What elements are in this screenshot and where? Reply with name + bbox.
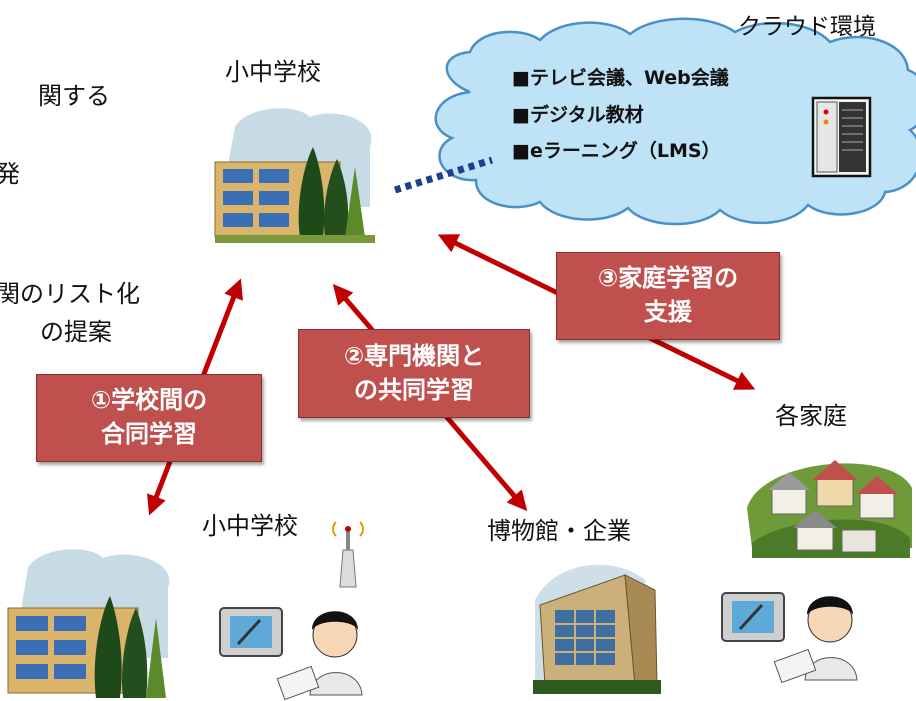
school-building-icon-bottom xyxy=(7,549,170,698)
homes-label: 各家庭 xyxy=(775,402,847,430)
left-fragment-1: 関する xyxy=(38,82,110,110)
label-joint-learning-line1: ①学校間の xyxy=(90,386,208,414)
cloud-item-conference: ■テレビ会議、Web会議 xyxy=(512,67,729,89)
school-bottom-label: 小中学校 xyxy=(202,512,298,540)
cloud-item-elearning: ■eラーニング（LMS） xyxy=(512,140,721,162)
student-tablet-icon xyxy=(219,607,363,701)
antenna-icon xyxy=(332,521,364,588)
cloud-title: クラウド環境 xyxy=(738,14,876,40)
left-fragment-2: 発 xyxy=(0,160,20,188)
label-home-support: ③家庭学習の 支援 xyxy=(556,252,780,340)
museum-building-icon xyxy=(533,564,661,694)
label-expert-learning-line2: の共同学習 xyxy=(354,376,474,404)
cloud-shape xyxy=(434,17,916,226)
server-rack-icon xyxy=(811,96,872,178)
left-fragment-3: 関のリスト化 xyxy=(0,280,140,308)
cloud-item-digital-materials: ■デジタル教材 xyxy=(512,104,644,126)
label-home-support-line2: 支援 xyxy=(644,298,692,326)
museum-label: 博物館・企業 xyxy=(487,517,631,545)
school-building-icon xyxy=(214,108,375,243)
label-joint-learning: ①学校間の 合同学習 xyxy=(36,374,262,462)
left-fragment-4: の提案 xyxy=(40,318,112,346)
label-joint-learning-line2: 合同学習 xyxy=(101,420,197,448)
label-expert-learning: ②専門機関と の共同学習 xyxy=(298,329,530,418)
network-link-dots xyxy=(393,156,494,194)
student-tablet-icon-home xyxy=(721,592,858,684)
label-home-support-line1: ③家庭学習の xyxy=(597,264,739,292)
label-expert-learning-line1: ②専門機関と xyxy=(343,342,485,370)
houses-icon xyxy=(747,460,912,558)
school-top-label: 小中学校 xyxy=(225,58,321,86)
